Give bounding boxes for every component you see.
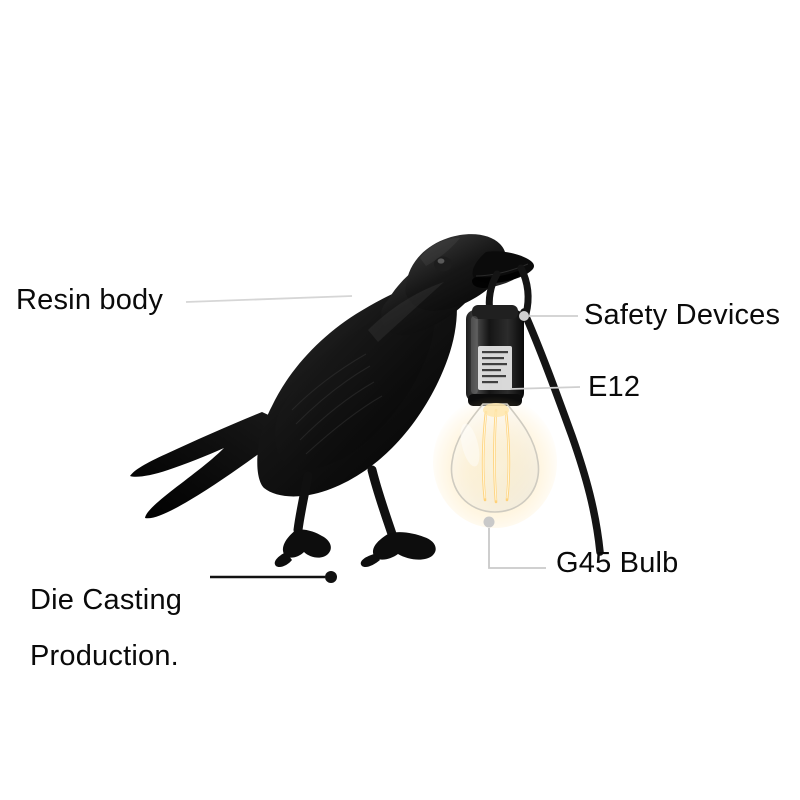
bulb-filament-core: [482, 411, 510, 501]
power-cord: [520, 308, 604, 556]
wing-feather-lines: [291, 353, 383, 455]
socket-top-collar: [472, 305, 518, 319]
callout-label-die-casting-line2: Production.: [30, 640, 179, 672]
crow-tail: [130, 412, 288, 519]
cord-loop-right: [517, 264, 532, 318]
leader-g45-bulb: [488, 528, 546, 569]
callout-label-e12: E12: [588, 371, 641, 403]
crow-head-sheen: [420, 238, 460, 266]
crow-leg-right: [367, 465, 397, 539]
crow-eye-highlight: [437, 258, 445, 264]
crow-back-sheen: [368, 282, 444, 342]
leader-dot-die-casting: [325, 571, 337, 583]
callout-label-safety-devices: Safety Devices: [584, 299, 781, 331]
callout-label-g45-bulb: G45 Bulb: [556, 547, 679, 579]
socket-label-text: [482, 351, 508, 384]
bulb-glass-highlight: [460, 423, 480, 467]
lamp-assembly: [433, 264, 604, 556]
crow-foot-left: [274, 529, 331, 568]
leader-dot-g45: [483, 516, 495, 528]
crow-beak-line: [475, 263, 529, 277]
callout-label-die-casting-line1: Die Casting: [30, 584, 183, 616]
crow-wing: [275, 300, 436, 470]
filament-stem: [483, 403, 509, 417]
leader-e12: [509, 386, 581, 390]
crow-leg-left: [293, 471, 313, 535]
socket-highlight: [471, 316, 478, 394]
crow-foot-right: [360, 532, 436, 568]
callout-leaders: [185, 295, 581, 583]
leader-dot-safety: [519, 311, 529, 321]
crow-head: [405, 234, 506, 311]
callout-label-resin-body: Resin body: [16, 284, 164, 316]
leader-resin-body: [185, 295, 353, 303]
